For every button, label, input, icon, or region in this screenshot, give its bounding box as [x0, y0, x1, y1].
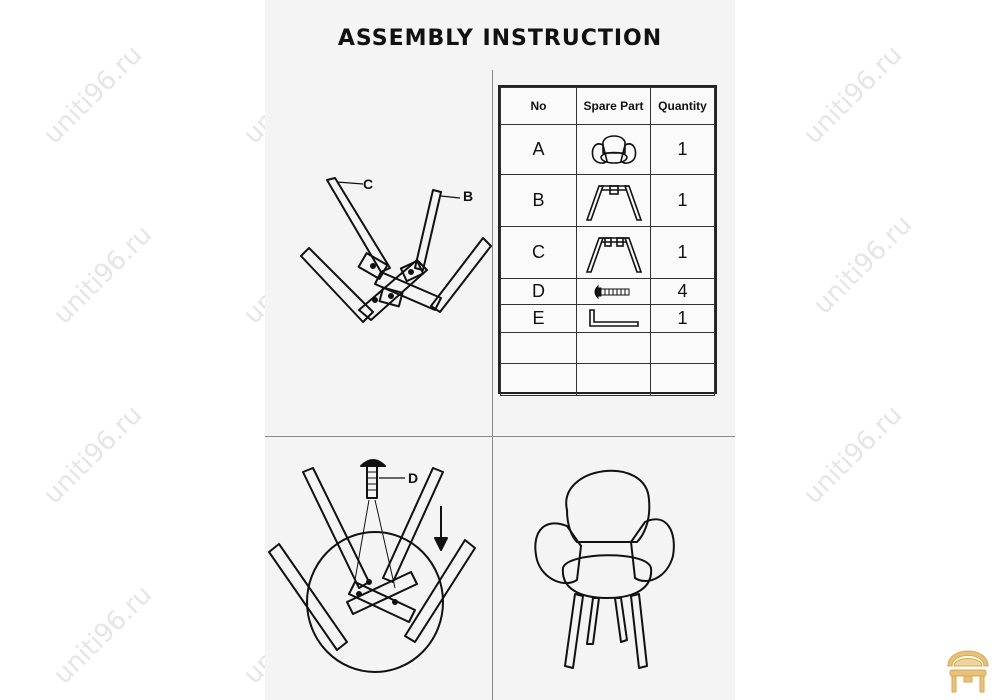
store-logo-icon: [947, 650, 989, 693]
part-no: C: [500, 226, 577, 279]
divider-vertical: [492, 70, 493, 700]
part-quantity: 1: [650, 174, 715, 227]
assembled-chair-drawing: [534, 469, 675, 669]
part-quantity: 1: [650, 226, 715, 279]
column-header-spare-part: Spare Part: [576, 87, 651, 125]
leg-frame-icon: [585, 184, 642, 221]
document-title: ASSEMBLY INSTRUCTION: [337, 26, 663, 51]
chair-seat-icon: [591, 134, 636, 164]
table-row: A 1: [500, 124, 715, 175]
leg-frame-icon: [585, 236, 642, 273]
part-image: [576, 332, 651, 364]
table-row: [500, 363, 715, 396]
part-no: [500, 332, 577, 364]
part-no: A: [500, 124, 577, 175]
table-header-row: No Spare Part Quantity: [500, 87, 715, 125]
part-quantity: 1: [650, 124, 715, 175]
table-row: [500, 332, 715, 364]
callout-label-b: B: [463, 188, 474, 204]
part-no: [500, 363, 577, 396]
hex-key-icon: [588, 308, 639, 327]
watermark-text: uniti96.ru: [47, 579, 159, 691]
part-image: [576, 278, 651, 305]
part-image: [576, 226, 651, 279]
table-row: D 4: [500, 278, 715, 305]
parts-table: No Spare Part Quantity A: [498, 85, 717, 396]
step2-mounting-drawing: [268, 459, 476, 673]
column-header-quantity: Quantity: [650, 87, 715, 125]
part-no: D: [500, 278, 577, 305]
instruction-sheet: ASSEMBLY INSTRUCTION: [265, 0, 735, 700]
watermark-text: uniti96.ru: [47, 219, 159, 331]
part-quantity: [650, 363, 715, 396]
part-image: [576, 124, 651, 175]
watermark-text: uniti96.ru: [37, 39, 149, 151]
part-quantity: 1: [650, 304, 715, 333]
divider-horizontal: [265, 436, 735, 437]
watermark-text: uniti96.ru: [807, 209, 919, 321]
bolt-icon: [594, 284, 629, 299]
part-quantity: 4: [650, 278, 715, 305]
table-row: B 1: [500, 174, 715, 227]
part-image: [576, 174, 651, 227]
watermark-text: uniti96.ru: [797, 39, 909, 151]
column-header-no: No: [500, 87, 577, 125]
watermark-text: uniti96.ru: [797, 399, 909, 511]
part-image: [576, 304, 651, 333]
part-no: B: [500, 174, 577, 227]
table-row: E 1: [500, 304, 715, 333]
watermark-text: uniti96.ru: [37, 399, 149, 511]
part-quantity: [650, 332, 715, 364]
step1-frame-drawing: [300, 177, 492, 323]
part-image: [576, 363, 651, 396]
table-row: C 1: [500, 226, 715, 279]
callout-label-d: D: [408, 470, 419, 486]
callout-label-c: C: [363, 176, 374, 192]
part-no: E: [500, 304, 577, 333]
